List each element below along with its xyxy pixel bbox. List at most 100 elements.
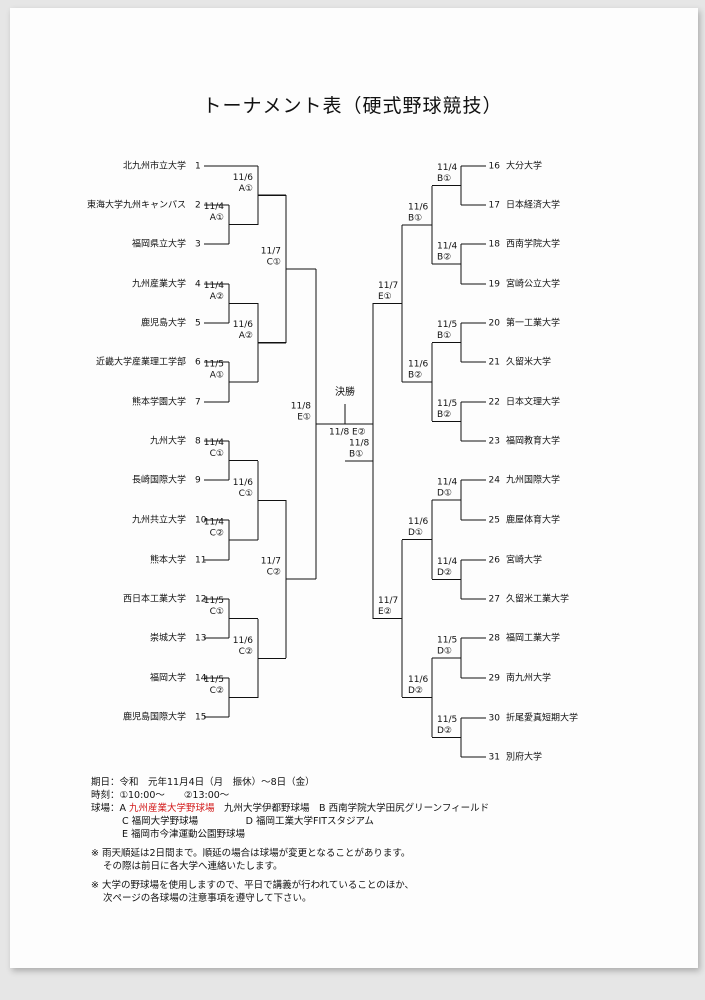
- match-venue-right: B②: [437, 253, 451, 263]
- team-seed-right: 27: [489, 595, 500, 605]
- match-venue-right: B②: [408, 371, 422, 381]
- team-name-left: 九州共立大学: [132, 514, 186, 526]
- period-text: 期日：令和 元年11月4日（月 振休）～8日（金）: [91, 777, 315, 788]
- team-name-left: 鹿児島大学: [141, 317, 186, 329]
- match-date-right: 11/7: [378, 281, 398, 291]
- team-name-left: 鹿児島国際大学: [123, 711, 186, 723]
- team-seed-right: 16: [489, 162, 501, 172]
- team-seed-right: 20: [489, 319, 501, 329]
- match-date-right: 11/5: [437, 715, 457, 725]
- team-seed-right: 23: [489, 437, 500, 447]
- final-date: 11/8: [329, 428, 349, 438]
- team-name-left: 福岡大学: [150, 672, 186, 684]
- team-name-left: 九州産業大学: [132, 278, 186, 290]
- match-venue-left: C①: [210, 607, 224, 617]
- team-seed-right: 17: [489, 201, 500, 211]
- final-venue: E②: [352, 428, 366, 438]
- team-name-left: 北九州市立大学: [123, 160, 186, 172]
- final-label: 決勝: [335, 385, 355, 398]
- team-seed-left: 10: [195, 516, 207, 526]
- match-date-right: 11/8: [349, 439, 369, 449]
- match-date-right: 11/7: [378, 596, 398, 606]
- venue-line: 球場：A 九州産業大学野球場 九州大学伊都野球場 B 西南学院大学田尻グリーンフ…: [91, 802, 691, 815]
- match-venue-right: B①: [437, 174, 451, 184]
- match-venue-right: D②: [437, 568, 452, 578]
- match-date-right: 11/5: [437, 320, 457, 330]
- team-name-left: 東海大学九州キャンパス: [87, 199, 186, 211]
- match-date-left: 11/5: [204, 360, 224, 370]
- match-date-left: 11/6: [233, 636, 253, 646]
- team-name-right: 福岡工業大学: [506, 632, 560, 644]
- team-name-left: 福岡県立大学: [132, 238, 186, 250]
- match-date-right: 11/4: [437, 242, 457, 252]
- team-seed-right: 29: [489, 674, 501, 684]
- match-venue-left: C②: [267, 568, 281, 578]
- venue-prefix: 球場：A: [91, 803, 126, 814]
- team-seed-left: 8: [195, 437, 201, 447]
- team-name-left: 九州大学: [150, 435, 186, 447]
- team-seed-left: 6: [195, 358, 201, 368]
- team-name-right: 別府大学: [506, 751, 542, 763]
- match-date-left: 11/6: [233, 320, 253, 330]
- team-seed-right: 31: [489, 753, 500, 763]
- time-text: 時刻：①10:00～ ②13:00～: [91, 790, 230, 801]
- team-name-right: 西南学院大学: [506, 238, 560, 250]
- team-name-right: 折尾愛真短期大学: [506, 712, 578, 724]
- note-venue-2: 次ページの各球場の注意事項を遵守して下さい。: [103, 893, 312, 904]
- team-name-right: 鹿屋体育大学: [506, 514, 560, 526]
- team-seed-left: 15: [195, 713, 206, 723]
- team-name-right: 宮崎公立大学: [506, 278, 560, 290]
- match-venue-right: E①: [378, 292, 392, 302]
- team-name-right: 九州国際大学: [506, 474, 560, 486]
- match-date-right: 11/5: [437, 636, 457, 646]
- match-venue-left: A①: [239, 184, 253, 194]
- match-date-right: 11/6: [408, 203, 428, 213]
- team-name-left: 熊本学園大学: [132, 396, 186, 408]
- match-venue-right: B①: [437, 331, 451, 341]
- match-date-right: 11/5: [437, 399, 457, 409]
- match-venue-right: E②: [378, 607, 392, 617]
- team-name-right: 福岡教育大学: [506, 435, 560, 447]
- team-name-right: 宮崎大学: [506, 554, 542, 566]
- team-seed-right: 28: [489, 634, 501, 644]
- team-seed-left: 9: [195, 476, 201, 486]
- match-venue-left: A①: [210, 371, 224, 381]
- team-name-left: 熊本大学: [150, 554, 186, 566]
- page-title: トーナメント表（硬式野球競技）: [202, 95, 503, 117]
- team-name-left: 西日本工業大学: [123, 593, 186, 605]
- team-seed-left: 5: [195, 319, 201, 329]
- match-venue-left: A②: [210, 292, 224, 302]
- match-date-left: 11/8: [291, 402, 311, 412]
- match-venue-left: C①: [210, 449, 224, 459]
- match-date-left: 11/7: [261, 557, 281, 567]
- team-name-left: 長崎国際大学: [132, 474, 186, 486]
- match-date-left: 11/5: [204, 596, 224, 606]
- match-date-left: 11/5: [204, 675, 224, 685]
- match-date-left: 11/6: [233, 478, 253, 488]
- team-seed-left: 7: [195, 398, 201, 408]
- team-name-right: 南九州大学: [506, 672, 551, 684]
- team-seed-left: 14: [195, 674, 207, 684]
- team-name-left: 崇城大学: [150, 632, 186, 644]
- match-venue-left: A①: [210, 213, 224, 223]
- team-seed-right: 24: [489, 476, 501, 486]
- match-venue-left: C②: [239, 647, 253, 657]
- match-venue-right: D①: [408, 528, 423, 538]
- team-seed-right: 18: [489, 240, 501, 250]
- match-date-left: 11/7: [261, 247, 281, 257]
- match-venue-right: D②: [408, 686, 423, 696]
- match-date-left: 11/4: [204, 281, 224, 291]
- match-venue-right: D①: [437, 489, 452, 499]
- note-rain-2: その際は前日に各大学へ連絡いたします。: [103, 861, 283, 872]
- team-seed-left: 12: [195, 595, 206, 605]
- team-seed-left: 1: [195, 162, 201, 172]
- match-date-right: 11/4: [437, 557, 457, 567]
- team-seed-right: 22: [489, 398, 500, 408]
- paper-sheet: [10, 8, 698, 968]
- match-date-right: 11/6: [408, 517, 428, 527]
- team-seed-left: 3: [195, 240, 201, 250]
- match-date-left: 11/4: [204, 438, 224, 448]
- team-name-right: 第一工業大学: [506, 317, 560, 329]
- match-venue-left: E①: [297, 413, 311, 423]
